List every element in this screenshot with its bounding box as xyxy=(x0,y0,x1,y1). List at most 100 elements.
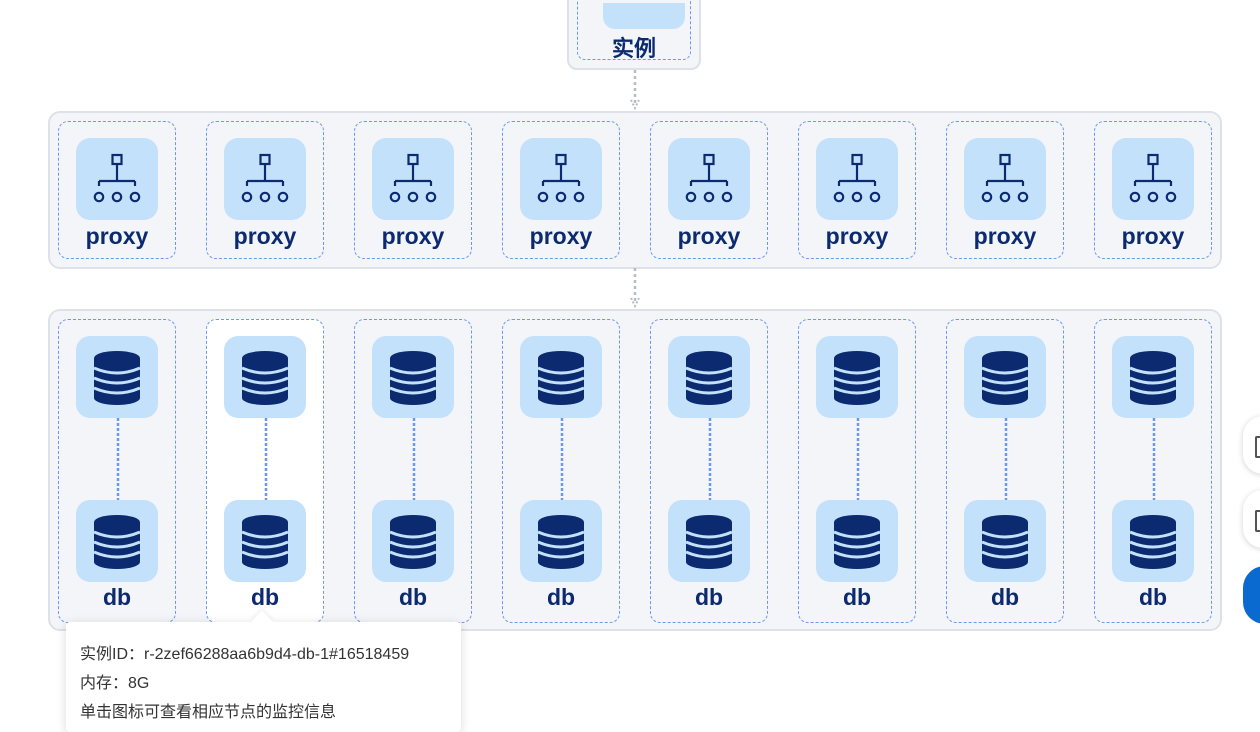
replica-link-line xyxy=(856,418,860,500)
database-icon xyxy=(981,515,1029,569)
tooltip-hint: 单击图标可查看相应节点的监控信息 xyxy=(80,704,337,721)
db-primary-icon-button[interactable] xyxy=(668,336,750,418)
db-label: db xyxy=(1138,584,1168,610)
side-tool-button-2[interactable] xyxy=(1243,490,1260,548)
db-label: db xyxy=(398,584,428,610)
proxy-db-connector xyxy=(630,268,640,310)
tooltip-memory: 内存：8G xyxy=(80,675,150,692)
replica-link-line xyxy=(560,418,564,500)
proxy-node[interactable]: proxy xyxy=(1094,121,1212,259)
db-primary-icon-button[interactable] xyxy=(1112,336,1194,418)
db-label: db xyxy=(694,584,724,610)
db-label: db xyxy=(250,584,280,610)
proxy-label: proxy xyxy=(529,223,593,249)
db-replica-icon-button[interactable] xyxy=(372,500,454,582)
db-primary-icon-button[interactable] xyxy=(816,336,898,418)
proxy-label: proxy xyxy=(677,223,741,249)
db-replica-icon-button[interactable] xyxy=(1112,500,1194,582)
db-layer-panel: db db db db db db db db xyxy=(48,309,1222,631)
db-label: db xyxy=(102,584,132,610)
database-icon xyxy=(685,515,733,569)
db-node[interactable]: db xyxy=(58,319,176,623)
proxy-label: proxy xyxy=(973,223,1037,249)
proxy-icon-button[interactable] xyxy=(1112,138,1194,220)
db-primary-icon-button[interactable] xyxy=(964,336,1046,418)
database-icon xyxy=(685,351,733,405)
database-icon xyxy=(1129,515,1177,569)
db-label: db xyxy=(842,584,872,610)
proxy-label: proxy xyxy=(85,223,149,249)
replica-link-line xyxy=(708,418,712,500)
database-icon xyxy=(1129,351,1177,405)
panel-icon xyxy=(1255,510,1260,532)
proxy-label: proxy xyxy=(1121,223,1185,249)
db-label: db xyxy=(546,584,576,610)
proxy-icon-button[interactable] xyxy=(76,138,158,220)
db-primary-icon-button[interactable] xyxy=(76,336,158,418)
proxy-icon-button[interactable] xyxy=(372,138,454,220)
db-replica-icon-button[interactable] xyxy=(76,500,158,582)
proxy-icon-button[interactable] xyxy=(224,138,306,220)
replica-link-line xyxy=(116,418,120,500)
proxy-icon-button[interactable] xyxy=(520,138,602,220)
db-replica-icon-button[interactable] xyxy=(964,500,1046,582)
proxy-node[interactable]: proxy xyxy=(354,121,472,259)
instance-label: 实例 xyxy=(611,37,656,62)
database-icon xyxy=(389,515,437,569)
proxy-node[interactable]: proxy xyxy=(58,121,176,259)
database-icon xyxy=(537,515,585,569)
proxy-hierarchy-icon xyxy=(537,153,585,203)
side-tool-button-1[interactable] xyxy=(1243,416,1260,474)
database-icon xyxy=(537,351,585,405)
node-info-tooltip: 实例ID：r-2zef66288aa6b9d4-db-1#16518459 内存… xyxy=(66,610,461,732)
replica-link-line xyxy=(1004,418,1008,500)
proxy-hierarchy-icon xyxy=(1129,153,1177,203)
proxy-node[interactable]: proxy xyxy=(798,121,916,259)
database-icon xyxy=(241,351,289,405)
db-replica-icon-button[interactable] xyxy=(816,500,898,582)
proxy-hierarchy-icon xyxy=(833,153,881,203)
replica-link-line xyxy=(264,418,268,500)
instance-node[interactable]: 实例 xyxy=(567,0,701,70)
instance-icon[interactable] xyxy=(603,3,685,29)
proxy-icon-button[interactable] xyxy=(964,138,1046,220)
proxy-icon-button[interactable] xyxy=(816,138,898,220)
db-node[interactable]: db xyxy=(502,319,620,623)
proxy-hierarchy-icon xyxy=(93,153,141,203)
db-primary-icon-button[interactable] xyxy=(520,336,602,418)
db-replica-icon-button[interactable] xyxy=(224,500,306,582)
proxy-label: proxy xyxy=(233,223,297,249)
db-primary-icon-button[interactable] xyxy=(224,336,306,418)
db-label: db xyxy=(990,584,1020,610)
primary-float-button[interactable] xyxy=(1243,566,1260,624)
db-node[interactable]: db xyxy=(1094,319,1212,623)
proxy-label: proxy xyxy=(381,223,445,249)
proxy-hierarchy-icon xyxy=(241,153,289,203)
proxy-hierarchy-icon xyxy=(981,153,1029,203)
db-node[interactable]: db xyxy=(946,319,1064,623)
proxy-hierarchy-icon xyxy=(685,153,733,203)
database-icon xyxy=(833,351,881,405)
db-replica-icon-button[interactable] xyxy=(668,500,750,582)
database-icon xyxy=(241,515,289,569)
proxy-layer-panel: proxy proxy proxy proxy proxy proxy proxy proxy xyxy=(48,111,1222,269)
instance-node-frame: 实例 xyxy=(577,0,691,62)
database-icon xyxy=(981,351,1029,405)
db-node[interactable]: db xyxy=(354,319,472,623)
tooltip-instance-id: 实例ID：r-2zef66288aa6b9d4-db-1#16518459 xyxy=(80,646,410,663)
proxy-node[interactable]: proxy xyxy=(502,121,620,259)
db-primary-icon-button[interactable] xyxy=(372,336,454,418)
instance-proxy-connector xyxy=(630,70,640,112)
db-replica-icon-button[interactable] xyxy=(520,500,602,582)
proxy-hierarchy-icon xyxy=(389,153,437,203)
db-node[interactable]: db xyxy=(206,319,324,623)
db-node[interactable]: db xyxy=(798,319,916,623)
proxy-node[interactable]: proxy xyxy=(206,121,324,259)
proxy-node[interactable]: proxy xyxy=(946,121,1064,259)
proxy-icon-button[interactable] xyxy=(668,138,750,220)
database-icon xyxy=(93,515,141,569)
database-icon xyxy=(389,351,437,405)
database-icon xyxy=(833,515,881,569)
db-node[interactable]: db xyxy=(650,319,768,623)
proxy-node[interactable]: proxy xyxy=(650,121,768,259)
